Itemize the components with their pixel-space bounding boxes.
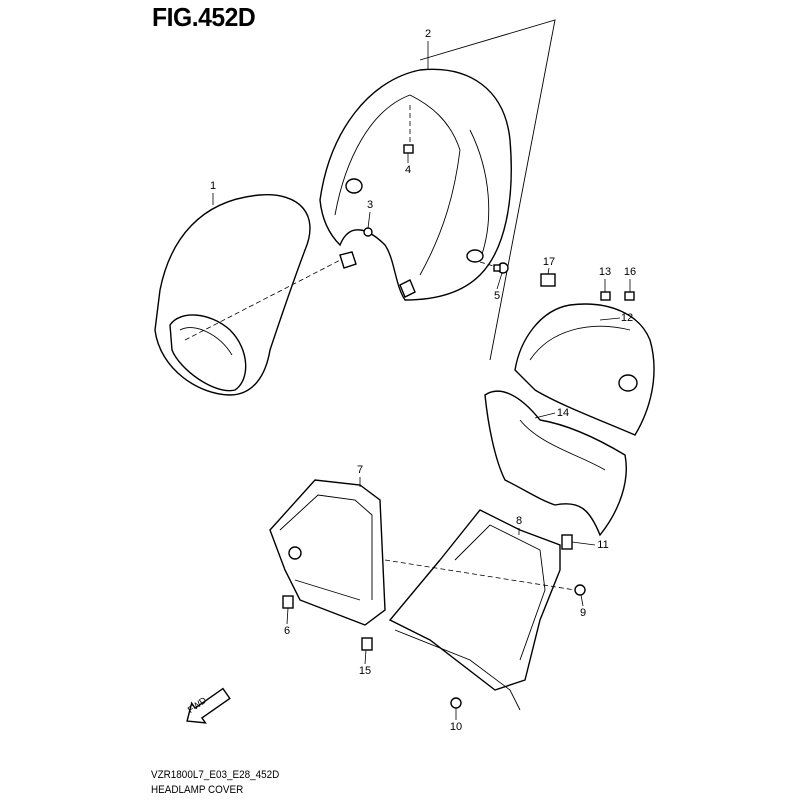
part-9-bolt[interactable] <box>574 584 586 596</box>
callout-7: 7 <box>356 464 364 476</box>
callout-5: 5 <box>493 290 501 302</box>
callout-12: 12 <box>620 312 634 324</box>
callout-6: 6 <box>283 625 291 637</box>
callout-8: 8 <box>515 515 523 527</box>
part-2-headlamp-cover[interactable] <box>319 68 512 301</box>
part-7-bracket[interactable] <box>269 479 386 626</box>
callout-10: 10 <box>449 721 463 733</box>
callout-14: 14 <box>556 407 570 419</box>
model-code: VZR1800L7_E03_E28_452D <box>151 769 280 781</box>
part-5-screw[interactable] <box>493 262 509 274</box>
callout-16: 16 <box>623 266 637 278</box>
part-15-grommet[interactable] <box>361 637 373 651</box>
callout-1: 1 <box>209 180 217 192</box>
part-16-screw[interactable] <box>624 291 635 301</box>
callout-3: 3 <box>366 199 374 211</box>
part-10-bolt[interactable] <box>450 697 462 709</box>
callout-9: 9 <box>579 607 587 619</box>
assembly-outline <box>419 19 556 361</box>
callout-2: 2 <box>424 28 432 40</box>
part-8-bracket[interactable] <box>388 509 561 711</box>
fwd-arrow-icon <box>186 687 231 724</box>
figure-caption: HEADLAMP COVER <box>151 784 244 796</box>
part-4-nut[interactable] <box>403 144 414 154</box>
part-14-inner-panel[interactable] <box>484 390 627 537</box>
callout-15: 15 <box>358 665 372 677</box>
callout-11: 11 <box>597 539 609 551</box>
callout-17: 17 <box>542 256 556 268</box>
part-12-inner-cover[interactable] <box>514 303 655 436</box>
part-1-headlamp-housing[interactable] <box>154 194 311 396</box>
callout-4: 4 <box>404 164 412 176</box>
part-11-grommet[interactable] <box>561 534 573 550</box>
callout-13: 13 <box>598 266 612 278</box>
part-13-nut[interactable] <box>600 291 611 301</box>
part-17-cushion[interactable] <box>540 273 556 287</box>
part-3-screw[interactable] <box>363 227 373 237</box>
figure-title: FIG.452D <box>152 2 256 32</box>
part-6-grommet[interactable] <box>282 595 294 609</box>
